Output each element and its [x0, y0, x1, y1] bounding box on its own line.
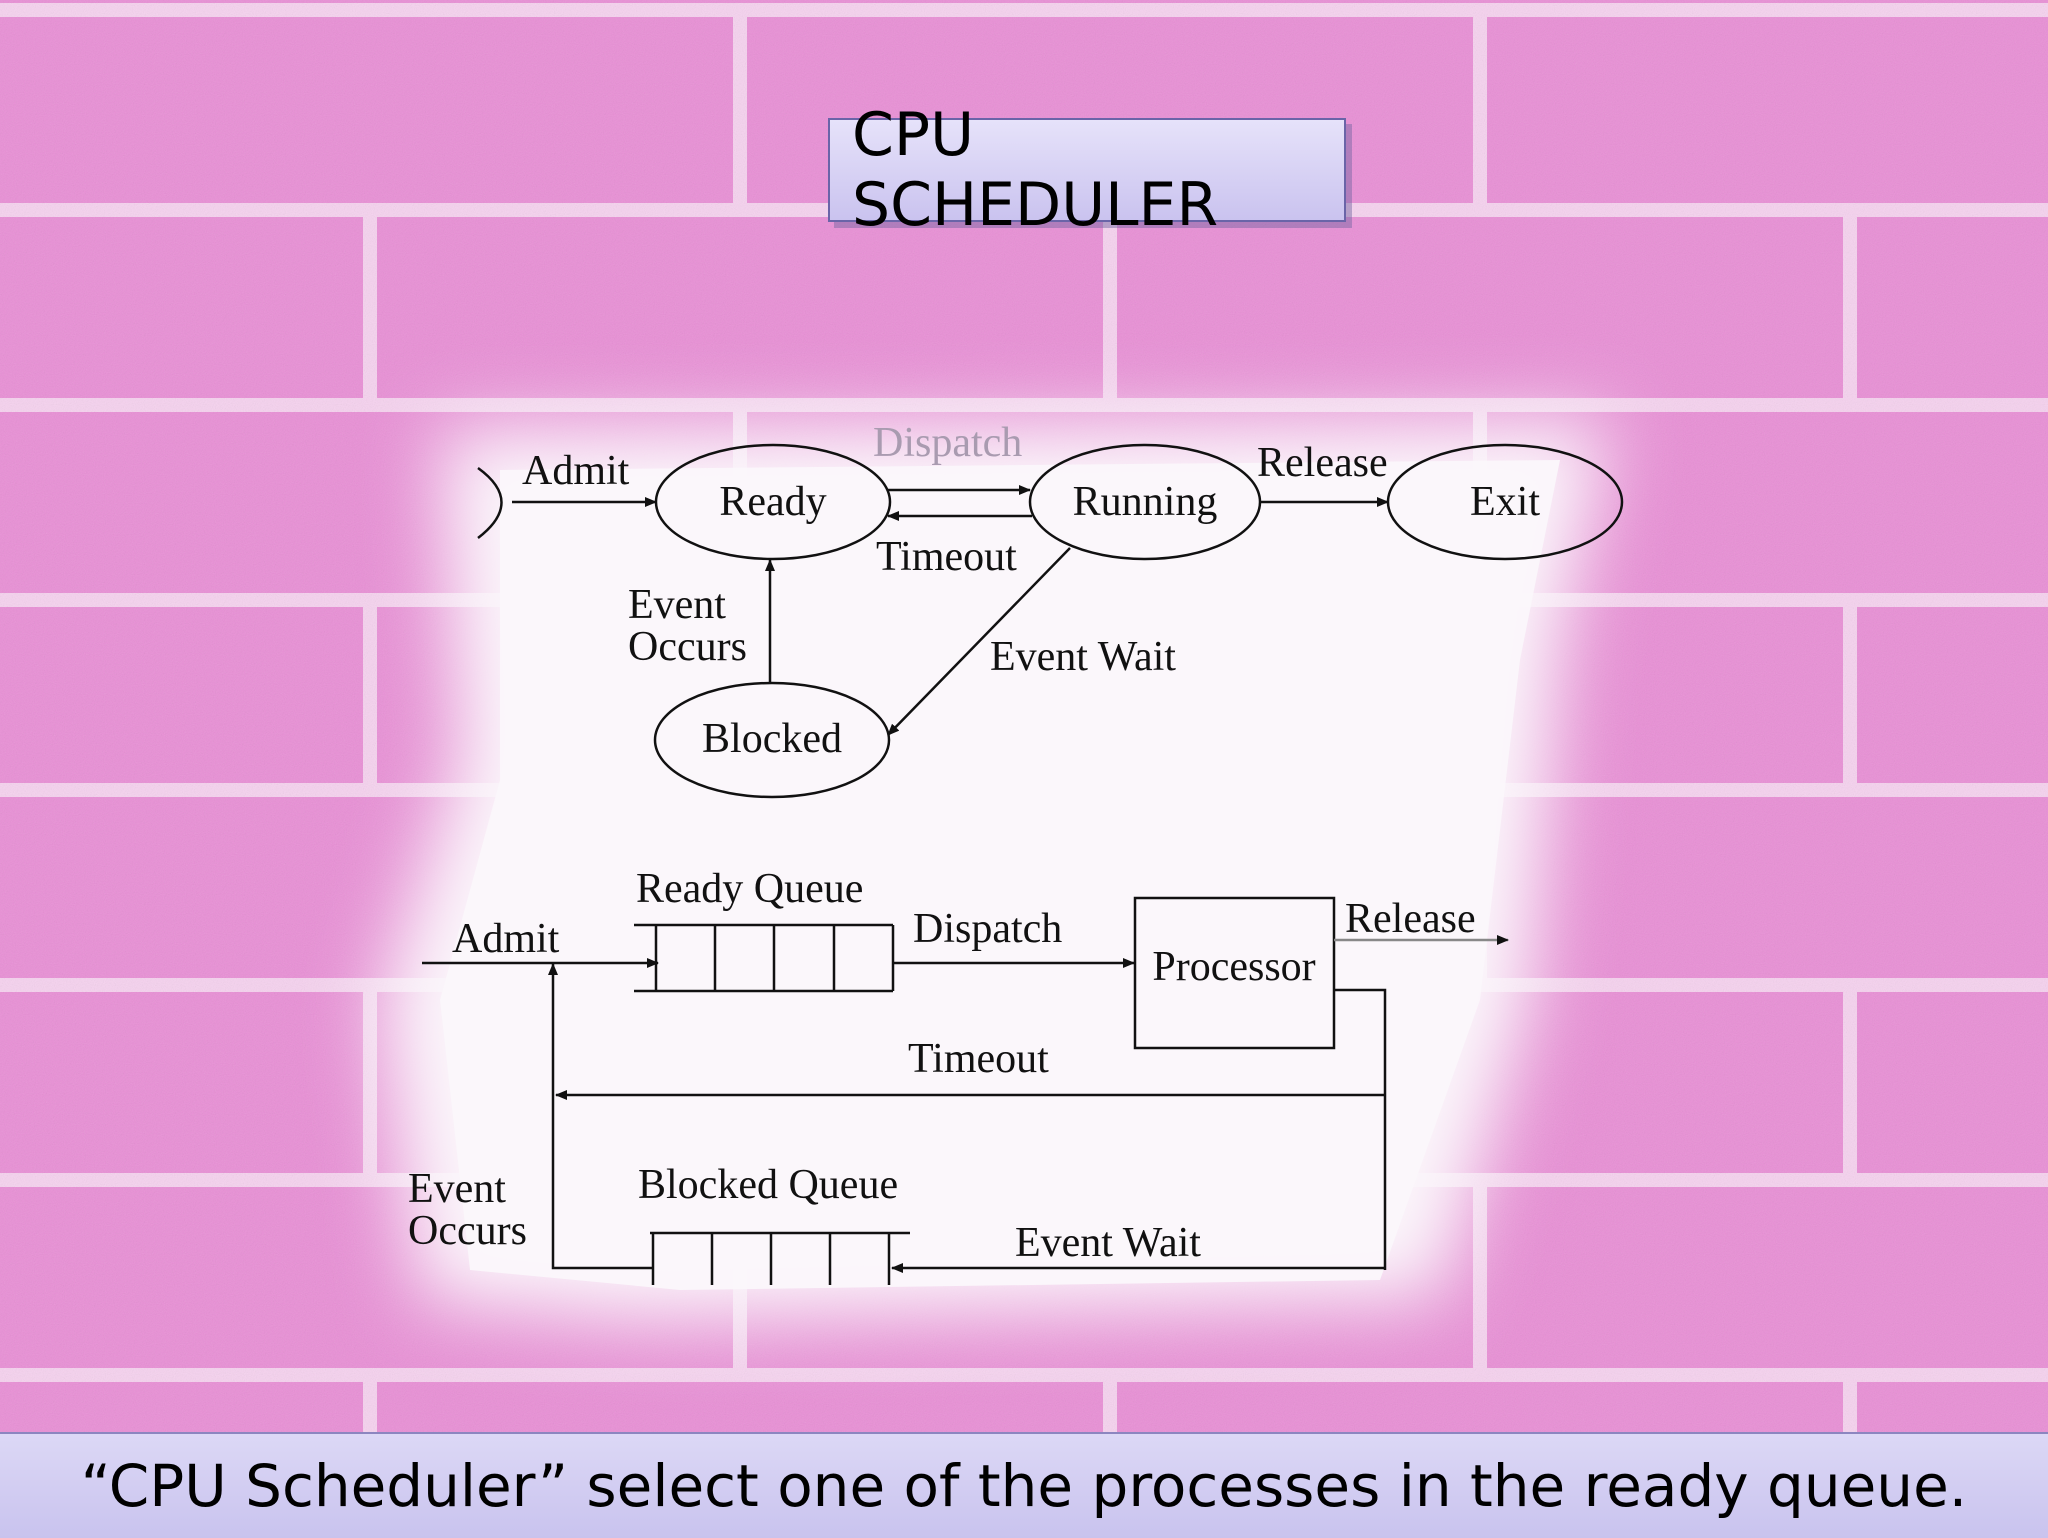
- running-state-label: Running: [1073, 479, 1218, 525]
- exit-state-label: Exit: [1470, 479, 1540, 525]
- processor-box: [1133, 896, 1336, 1050]
- event-wait-arrow: [887, 547, 1071, 736]
- ready-state-label: Ready: [719, 479, 826, 525]
- dispatch-label: Dispatch: [873, 420, 1022, 466]
- queue-event-occurs-label-1: Event: [408, 1166, 506, 1212]
- event-occurs-label-2: Occurs: [628, 624, 747, 670]
- queue-timeout-label: Timeout: [908, 1036, 1049, 1082]
- caption-bar: “CPU Scheduler” select one of the proces…: [0, 1432, 2048, 1538]
- processor-exit-path: [1334, 988, 1387, 1270]
- processor-label: Processor: [1152, 944, 1315, 990]
- slide-caption: “CPU Scheduler” select one of the proces…: [80, 1452, 1968, 1520]
- queue-event-wait-label: Event Wait: [1015, 1220, 1201, 1266]
- queue-event-occurs-label-2: Occurs: [408, 1208, 527, 1254]
- timeout-label: Timeout: [876, 534, 1017, 580]
- event-wait-label: Event Wait: [990, 634, 1176, 680]
- queue-admit-label: Admit: [452, 916, 560, 962]
- new-state-ellipse-fragment: [477, 466, 503, 539]
- blocked-queue-label: Blocked Queue: [638, 1162, 898, 1208]
- queue-event-occurs-path: [548, 963, 653, 1270]
- queue-release-label: Release: [1345, 896, 1476, 942]
- slide-title-box: CPU SCHEDULER: [828, 100, 1346, 240]
- event-occurs-label-1: Event: [628, 582, 726, 628]
- admit-label: Admit: [522, 448, 630, 494]
- blocked-state-ellipse: [653, 681, 891, 799]
- blocked-state-label: Blocked: [702, 716, 842, 762]
- queue-dispatch-label: Dispatch: [913, 906, 1062, 952]
- release-label: Release: [1257, 440, 1388, 486]
- ready-queue-label: Ready Queue: [636, 866, 863, 912]
- slide-title: CPU SCHEDULER: [852, 100, 1219, 240]
